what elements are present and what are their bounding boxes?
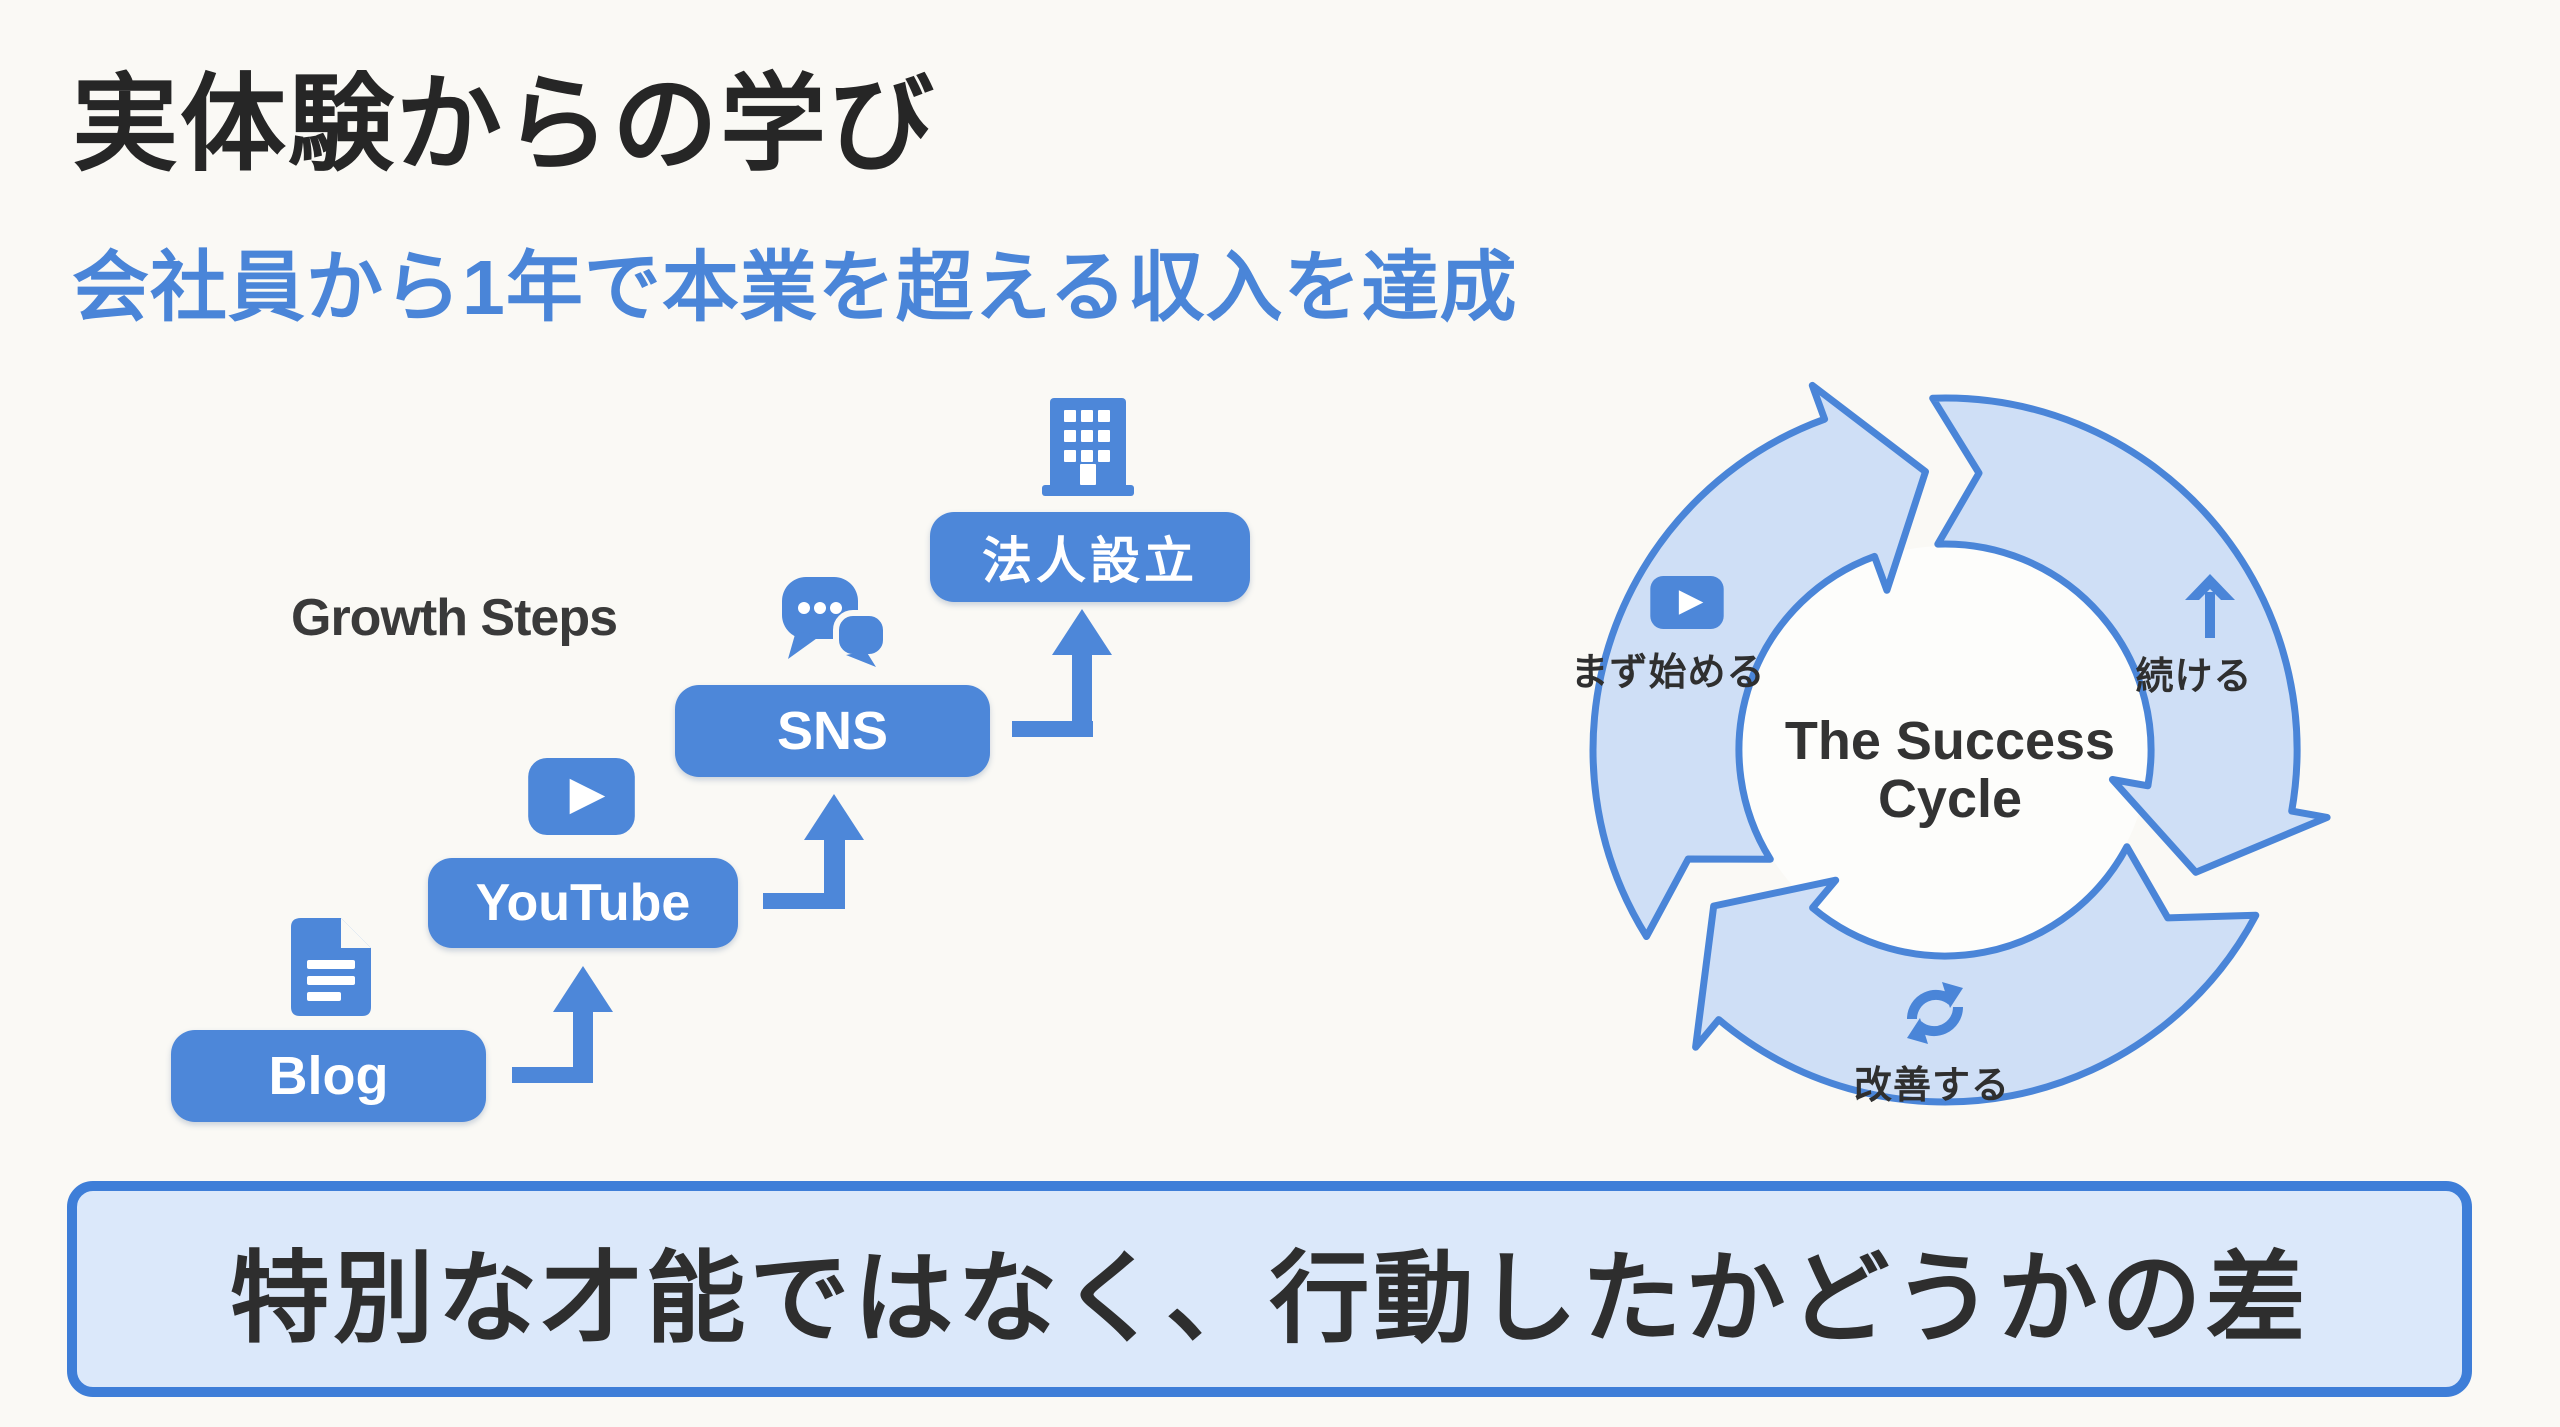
cycle-title-line2: Cycle: [1877, 769, 2023, 829]
step-label: Blog: [268, 1046, 389, 1106]
step-label: 法人設立: [982, 533, 1198, 589]
step-box-incorporation: 法人設立: [930, 512, 1250, 602]
step-box-blog: Blog: [171, 1030, 486, 1122]
cycle-ring: [1589, 381, 2331, 1106]
play-badge-icon: [1646, 576, 1728, 634]
arrow-head: [1052, 609, 1112, 655]
arrow-vertical-bar: [1072, 655, 1092, 737]
up-arrow-icon: [2177, 574, 2243, 643]
page-subtitle: 会社員から1年で本業を超える収入を達成: [72, 245, 1518, 331]
chat-bubbles-icon: [780, 573, 890, 672]
step-box-sns: SNS: [675, 685, 990, 777]
arrow-vertical-bar: [573, 1012, 593, 1083]
success-cycle-diagram: The Success Cycle まず始める 続ける 改善: [1545, 330, 2355, 1170]
cycle-label-start: まず始める: [1570, 652, 1766, 694]
refresh-icon: [1900, 978, 1970, 1053]
cycle-title: The Success Cycle: [1545, 712, 2355, 828]
arrow-horizontal-bar: [512, 1067, 593, 1083]
arrow-head: [553, 966, 613, 1012]
conclusion-text: 特別な才能ではなく、行動したかどうかの差: [229, 1242, 2310, 1355]
play-badge-icon: [528, 758, 635, 840]
cycle-title-line1: The Success: [1784, 711, 2116, 771]
document-icon: [291, 918, 371, 1021]
conclusion-banner: 特別な才能ではなく、行動したかどうかの差: [67, 1181, 2472, 1397]
cycle-label-continue: 続ける: [2135, 656, 2253, 698]
growth-steps-label: Growth Steps: [291, 589, 618, 647]
page-title: 実体験からの学び: [72, 66, 936, 184]
step-box-youtube: YouTube: [428, 858, 738, 948]
cycle-label-improve: 改善する: [1853, 1065, 2010, 1107]
step-label: SNS: [776, 701, 889, 761]
arrow-vertical-bar: [824, 840, 845, 909]
arrow-head: [804, 794, 864, 840]
building-icon: [1042, 398, 1134, 501]
step-label: YouTube: [475, 874, 691, 932]
